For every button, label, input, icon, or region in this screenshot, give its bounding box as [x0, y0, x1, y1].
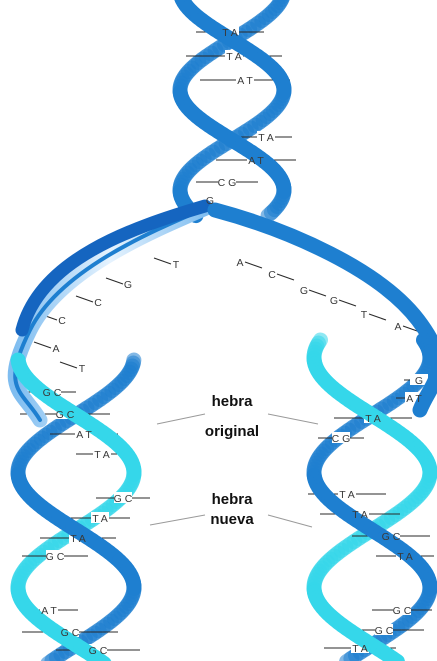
- fork-left-strand-edge: [13, 206, 208, 422]
- left-base-1: G: [124, 279, 132, 291]
- left-daughter-pair-10-label: G C: [89, 645, 108, 657]
- right-daughter-pair-7-label: T A: [397, 551, 413, 563]
- base-pair-rungs: [20, 26, 434, 655]
- right-daughter-pair-8-label-bg: [393, 604, 411, 615]
- right-base-3: G: [330, 295, 338, 307]
- top-pair-3-label: T A: [258, 132, 274, 144]
- left-daughter-pair-8-label: A T: [41, 605, 57, 617]
- right-daughter-pair-4-label-bg: [338, 488, 356, 499]
- left-base-5: T: [79, 363, 86, 375]
- left-daughter-pair-2-label: A T: [76, 429, 92, 441]
- right-base-2: G: [300, 285, 308, 297]
- left-daughter-pair-1-label: G C: [56, 409, 75, 421]
- left-base-0-stub: [153, 257, 172, 265]
- leader-original-left: [156, 413, 206, 425]
- leader-new-right: [267, 514, 313, 528]
- right-daughter-pair-5-label: T A: [352, 509, 368, 521]
- left-daughter-pair-9-label: G C: [61, 627, 80, 639]
- left-daughter-pair-0-label: G C: [43, 387, 62, 399]
- right-base-2-stub: [308, 289, 327, 297]
- left-daughter-pair-3-label-bg: [93, 448, 111, 459]
- leader-original-right: [267, 413, 319, 425]
- right-daughter-pair-0-label-bg: [410, 374, 428, 385]
- left-daughter-pair-7-label-bg: [46, 550, 64, 561]
- right-base-4-stub: [368, 313, 387, 321]
- front-strands: [7, 0, 437, 661]
- right-daughter-pair-3-label: C G: [332, 433, 351, 445]
- right-daughter-pair-9-label-bg: [375, 624, 393, 635]
- left-daughter-pair-8-label-bg: [40, 604, 58, 615]
- left-daughter-pair-7-label: G C: [46, 551, 65, 563]
- top-pair-3-label-bg: [257, 131, 275, 142]
- top-pair-1-label-bg: [225, 50, 243, 61]
- right-base-4: T: [361, 309, 368, 321]
- left-base-3: C: [58, 315, 66, 327]
- label-original-line1: hebra: [212, 393, 254, 410]
- right-daughter-pair-3-label-bg: [332, 432, 350, 443]
- back-strands: [10, 0, 437, 661]
- top-pair-4-label: A T: [248, 155, 264, 167]
- left-daughter-pair-6-label: T A: [70, 533, 86, 545]
- right-daughter-pair-1-label-bg: [405, 392, 423, 403]
- top-pair-6-label-bg: [201, 194, 219, 205]
- label-new-line1: hebra: [212, 491, 254, 508]
- top-pair-2-label: A T: [237, 75, 253, 87]
- left-daughter-pair-2-label-bg: [75, 428, 93, 439]
- right-daughter-pair-10-label-bg: [351, 642, 369, 653]
- top-pair-5-label: C G: [218, 177, 237, 189]
- right-daughter-pair-6-label: G C: [382, 531, 401, 543]
- left-base-2-stub: [75, 295, 94, 303]
- right-daughter-pair-1-label: A T: [406, 393, 422, 405]
- fork-left-outer-strand: [15, 199, 212, 337]
- right-daughter-pair-9-label: G C: [375, 625, 394, 637]
- right-daughter-pair-0-label: G: [415, 375, 423, 387]
- top-pair-0-label: T A: [222, 27, 238, 39]
- right-base-0: A: [236, 257, 243, 269]
- left-base-4-stub: [33, 341, 52, 349]
- left-daughter-pair-5-label: T A: [92, 513, 108, 525]
- top-helix-strand-b: [260, 204, 280, 224]
- left-daughter-pair-9-label-bg: [61, 626, 79, 637]
- right-base-1-stub: [276, 273, 295, 281]
- top-pair-1-label: T A: [226, 51, 242, 63]
- left-daughter-pair-4-label-bg: [114, 492, 132, 503]
- right-base-5: A: [394, 321, 401, 333]
- right-daughter-pair-2-label: T A: [365, 413, 381, 425]
- leader-new-left: [149, 514, 206, 526]
- top-pair-6-label: G: [206, 195, 214, 207]
- left-daughter-pair-5-label-bg: [91, 512, 109, 523]
- top-pair-2-label-bg: [236, 74, 254, 85]
- label-original-line2: original: [205, 423, 259, 440]
- left-base-0: T: [173, 259, 180, 271]
- right-daughter-pair-8-label: G C: [393, 605, 412, 617]
- left-daughter-pair-3-label: T A: [94, 449, 110, 461]
- left-base-4: A: [52, 343, 59, 355]
- left-base-1-stub: [105, 277, 124, 285]
- left-base-5-stub: [59, 361, 78, 369]
- right-base-1: C: [268, 269, 276, 281]
- left-base-2: C: [94, 297, 102, 309]
- right-base-0-stub: [244, 261, 263, 269]
- top-pair-5-label-bg: [218, 176, 236, 187]
- left-daughter-pair-4-label: G C: [114, 493, 133, 505]
- label-new-line2: nueva: [210, 511, 254, 528]
- right-daughter-pair-4-label: T A: [339, 489, 355, 501]
- right-base-3-stub: [338, 299, 357, 307]
- fork-right-strand: [207, 202, 437, 418]
- left-daughter-pair-10-label-bg: [89, 644, 107, 655]
- right-daughter-pair-10-label: T A: [352, 643, 368, 655]
